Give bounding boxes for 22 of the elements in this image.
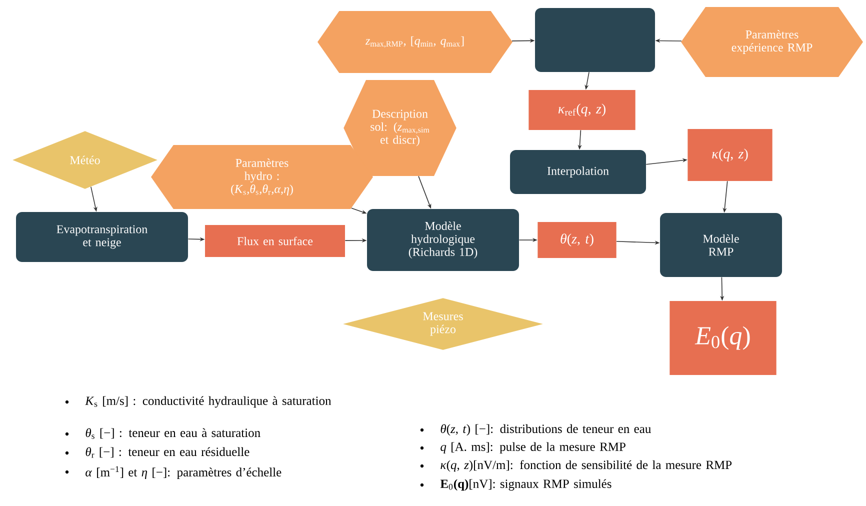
definition-text: κ(q, z)[nV/m]: fonction de sensibilité de la mesure RMP: [440, 460, 732, 472]
input-hexagon: Paramètres expérience RMP: [681, 7, 863, 77]
process-box: [535, 8, 655, 72]
definition-text: θ(z, t) [−]: distributions de teneur en eau: [440, 424, 651, 436]
variable-box: κ(q, z): [688, 129, 772, 181]
process-box: Evapotranspiration et neige: [16, 212, 188, 262]
input-hexagon: Paramètres hydro : (K$_{s}$,θ$_{s}$,θ$_{r}$,α,η): [151, 145, 373, 209]
definition-text: α [m$^{−1}$] et η [−]: paramètres d’échelle: [86, 466, 282, 479]
definition-text: K$_{s}$ [m/s] : conductivité hydraulique à saturation: [85, 396, 332, 408]
process-box: Modèle RMP: [660, 213, 782, 277]
definition-text: θ$_{r}$ [−] : teneur en eau résiduelle: [86, 447, 250, 458]
input-hexagon: Description sol: (z$_{max,sim}$ et discr): [344, 80, 456, 176]
variable-box: θ(z, t): [538, 222, 616, 258]
process-box: Modèle hydrologique (Richards 1D): [367, 209, 519, 271]
process-box: Interpolation: [510, 150, 646, 194]
definition-text: q [A. ms]: pulse de la mesure RMP: [440, 442, 626, 454]
input-hexagon: z$_{max,RMP}$, [q$_{min}$, q$_{max}$]: [318, 11, 512, 73]
result-box: E$_{0}$(q): [670, 301, 776, 375]
variable-box: κ$_{ref}$(q, z): [528, 90, 636, 130]
definition-text: θ$_{s}$ [−] : teneur en eau à saturation: [86, 428, 260, 439]
variable-box: Flux en surface: [205, 225, 345, 257]
definition-text: E$_{0}$(q)[nV]: signaux RMP simulés: [440, 479, 612, 491]
